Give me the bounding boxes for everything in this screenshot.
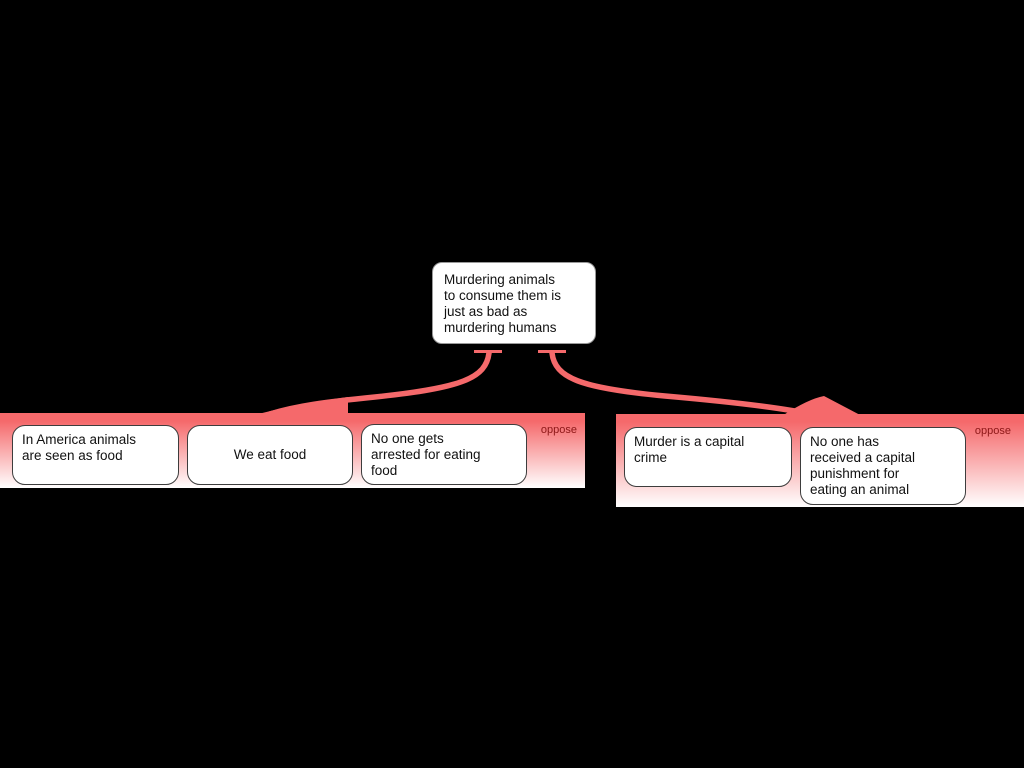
relation-label-oppose: oppose: [540, 424, 577, 436]
statement-box[interactable]: We eat food: [187, 425, 353, 485]
oppose-connector-right-flare: [782, 396, 862, 416]
statement-box[interactable]: No one has received a capital punishment…: [800, 427, 966, 505]
oppose-group-right[interactable]: Murder is a capital crime No one has rec…: [616, 414, 1024, 507]
relation-label-oppose: oppose: [974, 425, 1011, 437]
oppose-connector-left-flare: [250, 397, 348, 416]
statement-box[interactable]: In America animals are seen as food: [12, 425, 179, 485]
oppose-connector-right: [549, 350, 818, 418]
claim-box[interactable]: Murdering animals to consume them is jus…: [432, 262, 596, 344]
statement-box[interactable]: No one gets arrested for eating food: [361, 424, 527, 485]
oppose-group-left[interactable]: In America animals are seen as food We e…: [0, 413, 585, 488]
statement-box[interactable]: Murder is a capital crime: [624, 427, 792, 487]
